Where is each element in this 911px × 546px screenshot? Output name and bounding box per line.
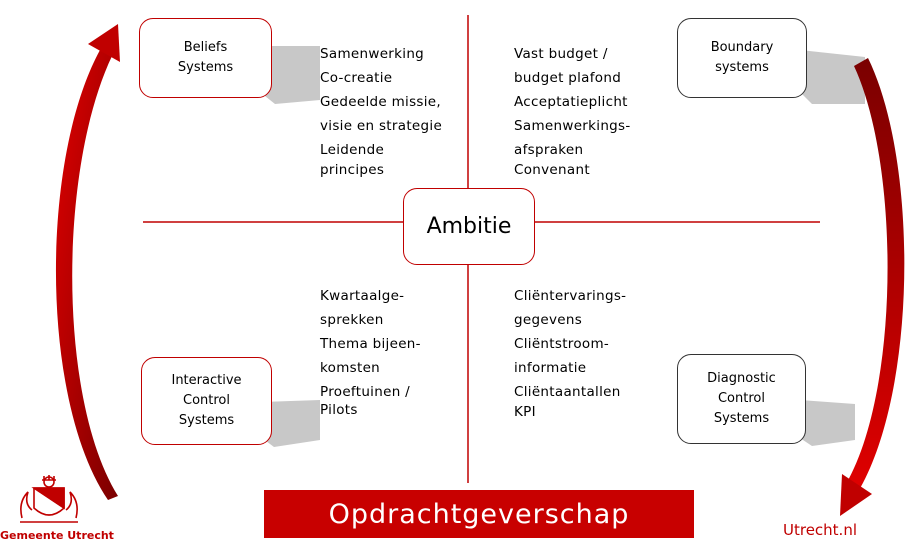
list-item: sprekken (320, 312, 384, 328)
right-cycle-arrow (840, 58, 905, 516)
list-item: Convenant (514, 162, 590, 178)
beliefs-systems-box: Beliefs Systems (139, 18, 272, 98)
left-cycle-arrow (55, 24, 120, 500)
center-label: Ambitie (426, 214, 512, 239)
list-item: Gedeelde missie, (320, 94, 441, 110)
list-item: Samenwerking (320, 46, 425, 62)
beliefs-systems-label: Beliefs Systems (177, 40, 234, 75)
diagnostic-control-systems-box: Diagnostic Control Systems (677, 354, 806, 444)
list-item: visie en strategie (320, 118, 443, 134)
top-right-list: Vast budget / budget plafond Acceptatiep… (514, 42, 631, 182)
list-item: Cliëntstroom- (514, 336, 610, 352)
list-item: Cliëntervarings- (514, 288, 627, 304)
list-item: KPI (514, 404, 536, 420)
list-item: Acceptatieplicht (514, 94, 628, 110)
beliefs-shadow (260, 46, 320, 104)
interactive-control-systems-label: Interactive Control Systems (171, 373, 242, 428)
top-left-list: Samenwerking Co-creatie Gedeelde missie,… (320, 42, 442, 182)
diagnostic-shadow (800, 400, 855, 446)
list-item: afspraken (514, 142, 584, 158)
diagnostic-control-systems-label: Diagnostic Control Systems (707, 371, 776, 426)
utrecht-coat-of-arms-icon (20, 475, 78, 523)
list-item: Samenwerkings- (514, 118, 631, 134)
list-item: Cliëntaantallen (514, 384, 621, 400)
city-name: Gemeente Utrecht (0, 529, 114, 542)
interactive-control-systems-box: Interactive Control Systems (141, 357, 272, 445)
bottom-right-list: Cliëntervarings- gegevens Cliëntstroom- … (514, 284, 626, 424)
list-item: Pilots (320, 402, 358, 418)
website-link[interactable]: Utrecht.nl (783, 521, 858, 539)
list-item: Kwartaalge- (320, 288, 405, 304)
title-banner: Opdrachtgeverschap (264, 490, 694, 538)
bottom-left-list: Kwartaalge- sprekken Thema bijeen- komst… (320, 284, 421, 422)
boundary-systems-label: Boundary systems (710, 40, 774, 75)
ambitie-center-box: Ambitie (403, 188, 535, 265)
list-item: budget plafond (514, 70, 622, 86)
banner-title: Opdrachtgeverschap (328, 498, 630, 530)
list-item: Co-creatie (320, 70, 393, 86)
interactive-shadow (262, 400, 320, 447)
list-item: principes (320, 162, 385, 178)
list-item: Vast budget / (514, 46, 608, 62)
list-item: informatie (514, 360, 587, 376)
boundary-systems-box: Boundary systems (677, 18, 807, 98)
list-item: Leidende (320, 142, 385, 158)
list-item: gegevens (514, 312, 583, 328)
list-item: Thema bijeen- (320, 336, 421, 352)
list-item: Proeftuinen / (320, 384, 410, 400)
list-item: komsten (320, 360, 381, 376)
boundary-shadow (800, 50, 865, 104)
